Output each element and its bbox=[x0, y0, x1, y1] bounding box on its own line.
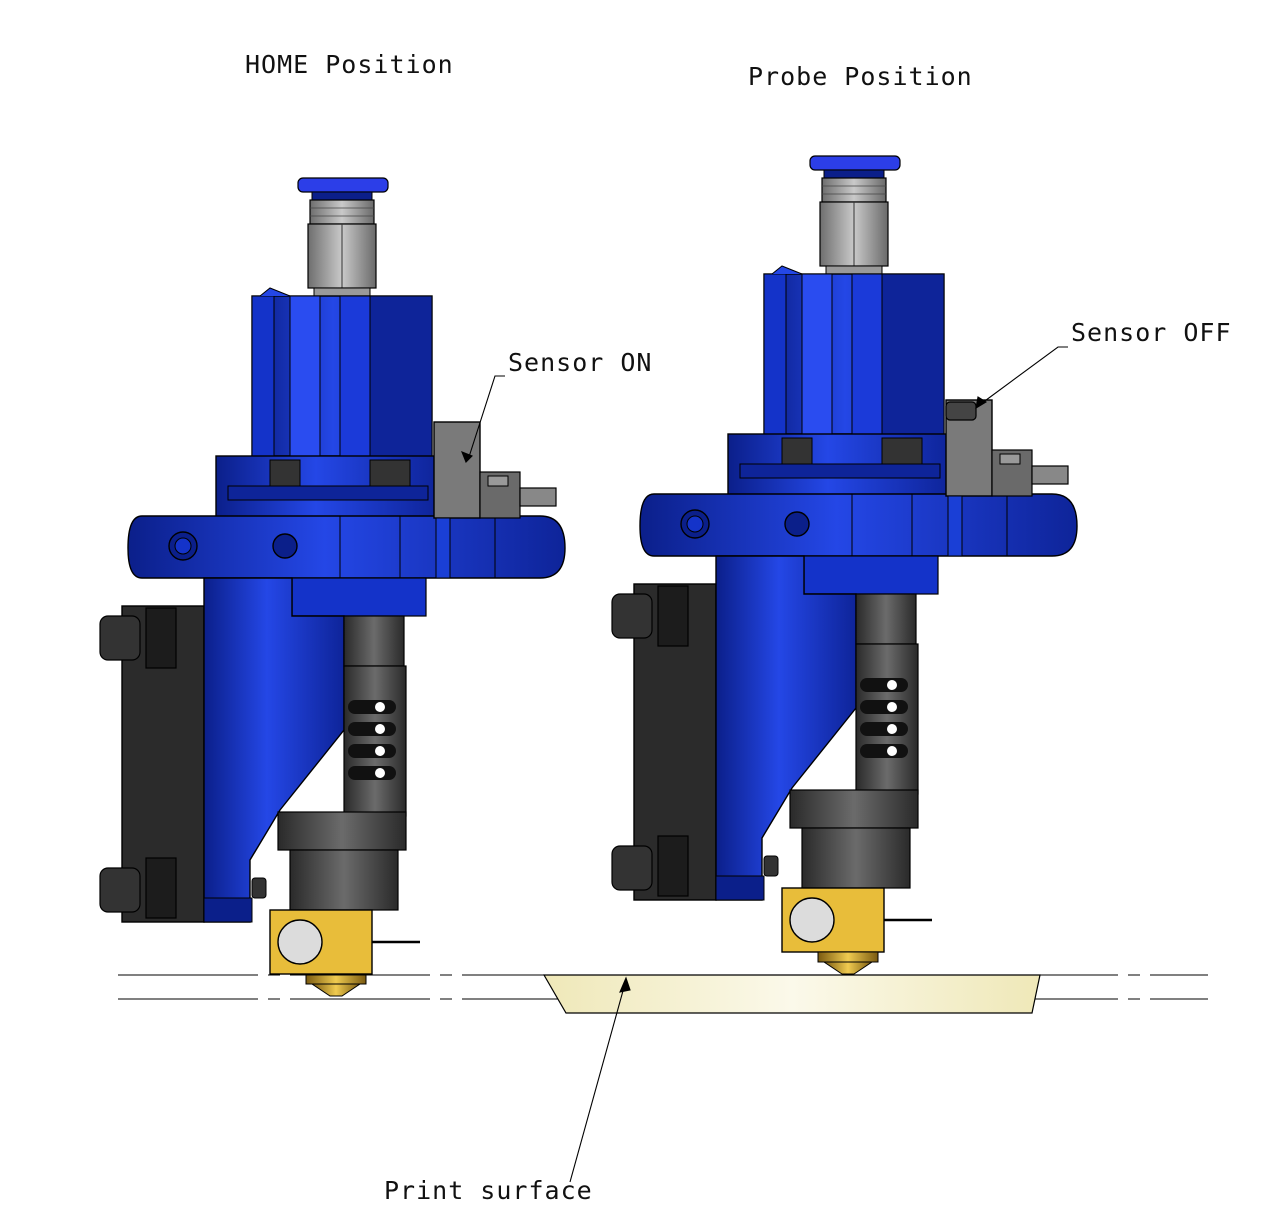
home-position-label: HOME Position bbox=[245, 50, 454, 79]
print-surface-leader bbox=[569, 979, 627, 1183]
probe-position-label: Probe Position bbox=[748, 62, 973, 91]
print-surface-label: Print surface bbox=[384, 1176, 593, 1205]
sensor-on-leader bbox=[467, 375, 505, 461]
sensor-on-label: Sensor ON bbox=[508, 348, 653, 377]
leader-lines bbox=[461, 346, 1068, 1183]
sensor-off-leader bbox=[977, 346, 1068, 407]
home-hotend-assembly bbox=[98, 176, 567, 998]
sensor-off-label: Sensor OFF bbox=[1071, 318, 1232, 347]
sensor-off-arrowhead bbox=[975, 396, 988, 410]
print-surface-arrowhead bbox=[619, 976, 631, 993]
sensor-off-trigger bbox=[945, 401, 977, 421]
sensor-on-arrowhead bbox=[461, 451, 473, 463]
probe-hotend-assembly bbox=[610, 154, 1079, 976]
print-surface bbox=[542, 974, 1041, 1014]
